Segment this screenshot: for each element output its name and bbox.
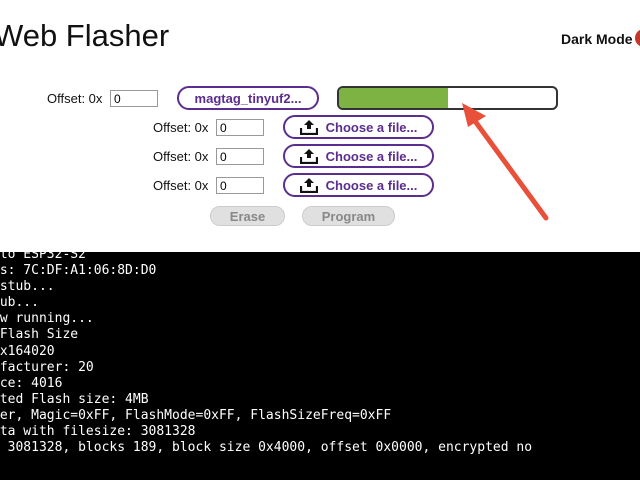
erase-button[interactable]: Erase	[210, 206, 285, 226]
offset-input[interactable]	[110, 90, 158, 107]
progress-bar	[337, 86, 558, 110]
offset-input[interactable]	[216, 119, 264, 136]
choose-file-button[interactable]: Choose a file...	[283, 115, 434, 139]
dark-mode-toggle[interactable]	[635, 29, 640, 47]
file-button-label: magtag_tinyuf2...	[194, 90, 302, 106]
page-title: Web Flasher	[0, 18, 170, 53]
program-button[interactable]: Program	[302, 206, 395, 226]
dark-mode-label[interactable]: Dark Mode	[561, 31, 633, 47]
header: Web Flasher Dark Mode	[0, 0, 640, 78]
console-text: to ESP32-S2 ss: 7C:DF:A1:06:8D:D0 stub..…	[0, 252, 533, 456]
choose-file-button[interactable]: Choose a file...	[283, 173, 434, 197]
choose-file-button[interactable]: Choose a file...	[283, 144, 434, 168]
file-button-selected[interactable]: magtag_tinyuf2...	[177, 86, 319, 110]
offset-label: Offset: 0x	[153, 178, 209, 193]
file-button-label: Choose a file...	[325, 148, 418, 164]
offset-label: Offset: 0x	[153, 149, 209, 164]
file-button-label: Choose a file...	[325, 119, 418, 135]
file-button-label: Choose a file...	[325, 177, 418, 193]
offset-label: Offset: 0x	[153, 120, 209, 135]
upload-icon	[299, 149, 318, 164]
progress-fill	[339, 88, 448, 108]
offset-label: Offset: 0x	[47, 91, 103, 106]
upload-icon	[299, 120, 318, 135]
upload-icon	[299, 178, 318, 193]
offset-input[interactable]	[216, 177, 264, 194]
console-log: to ESP32-S2 ss: 7C:DF:A1:06:8D:D0 stub..…	[0, 252, 640, 480]
offset-input[interactable]	[216, 148, 264, 165]
